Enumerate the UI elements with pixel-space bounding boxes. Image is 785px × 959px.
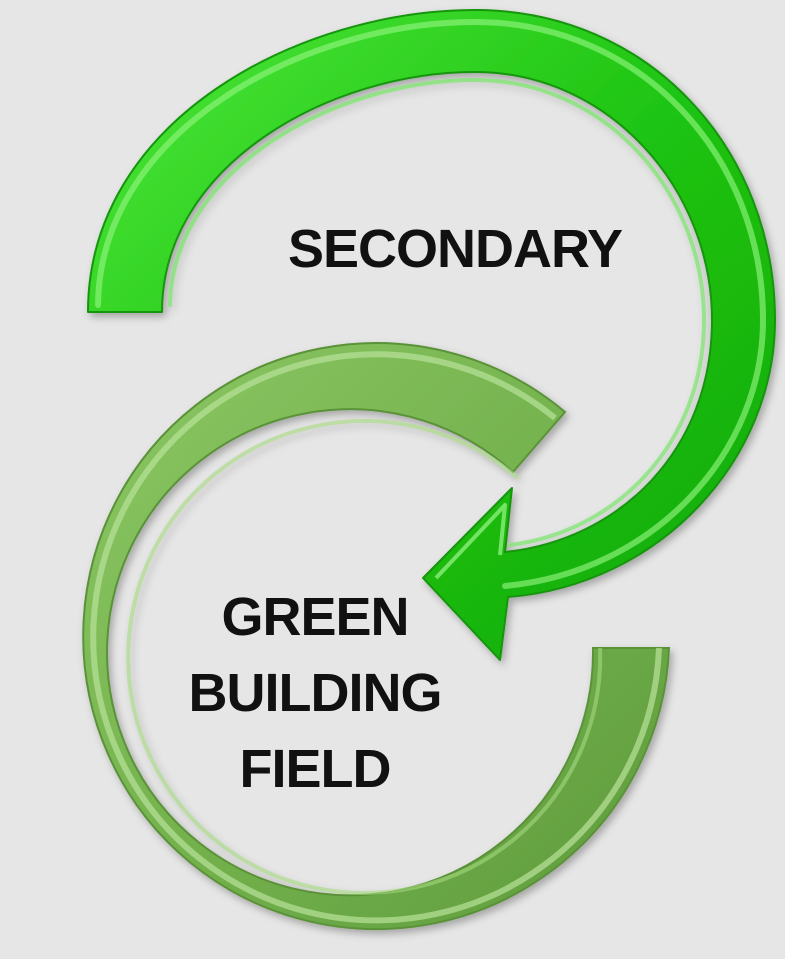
label-green-line3: FIELD (239, 739, 392, 799)
label-green-line2: BUILDING (188, 663, 443, 723)
label-green-building-field: GREEN BUILDING FIELD (170, 590, 460, 818)
upper-arrow-body (87, 9, 776, 661)
upper-curved-arrow (87, 9, 776, 661)
upper-arrow-bevel (95, 18, 767, 589)
label-secondary: SECONDARY (287, 219, 623, 279)
lower-ring-bevel (90, 351, 662, 924)
lower-ring-body (82, 342, 671, 931)
upper-arrow-inner-edge (168, 77, 707, 547)
lower-ring-inner-edge (126, 418, 603, 895)
label-green-line1: GREEN (221, 587, 409, 647)
arrowhead-highlight (434, 503, 507, 580)
lower-ring-arrow (82, 342, 671, 931)
